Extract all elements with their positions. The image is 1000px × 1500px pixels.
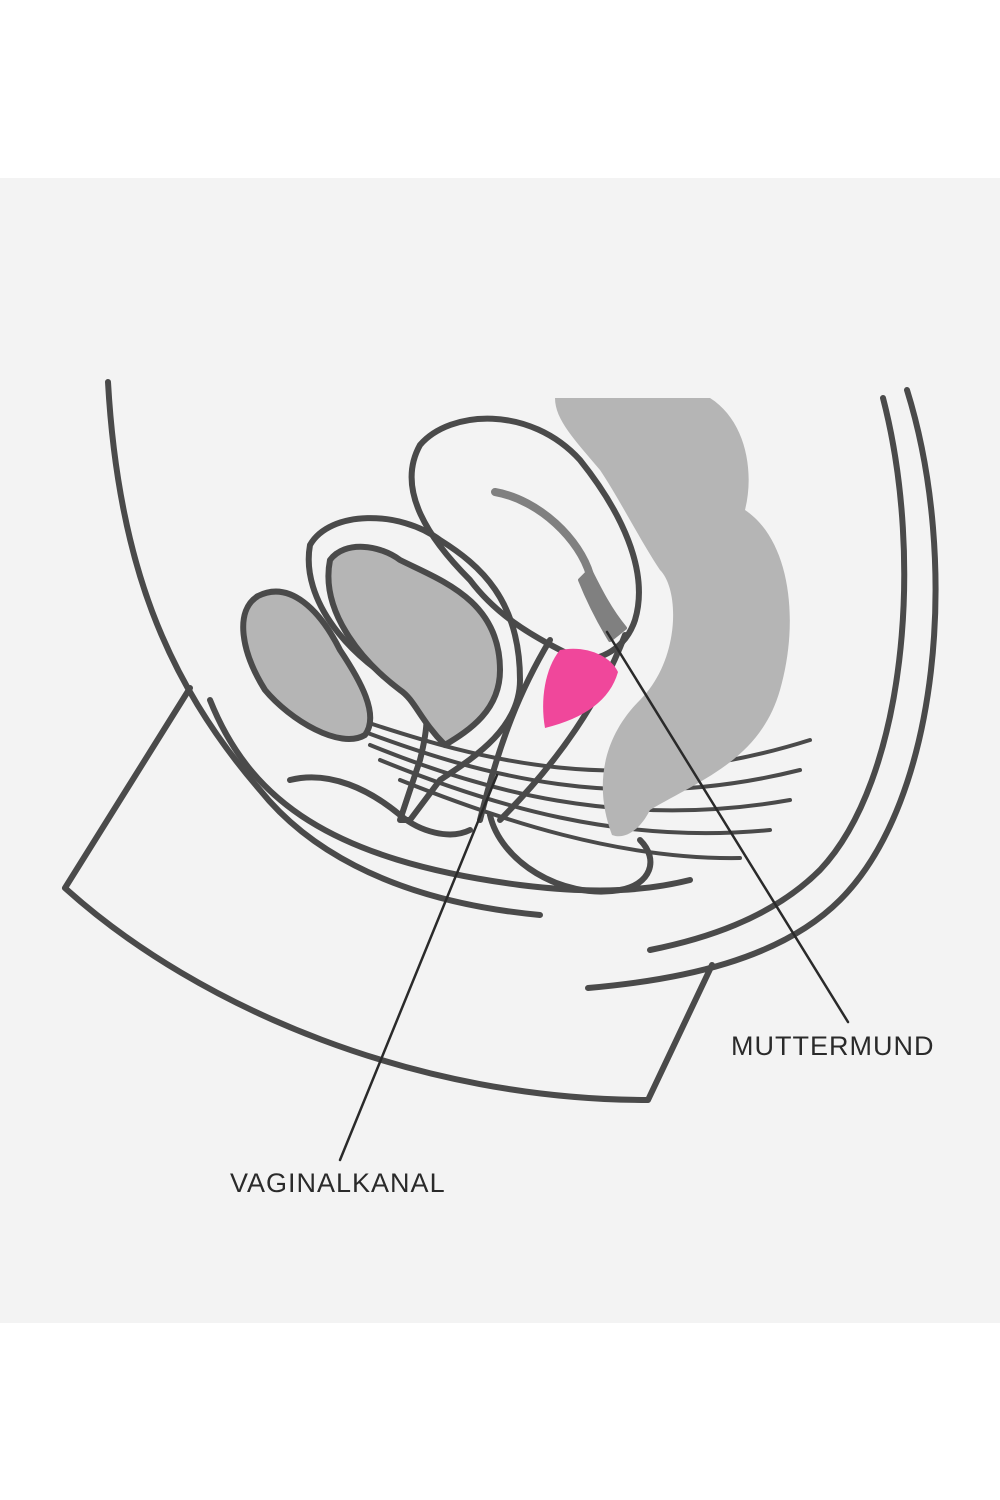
body-contour-left	[105, 379, 543, 918]
muttermund-label: MUTTERMUND	[731, 1031, 935, 1061]
thigh-outline	[62, 685, 715, 1103]
pelvic-floor-muscle-2	[363, 730, 802, 792]
vaginal-canal-wall-front	[477, 637, 553, 823]
pelvic-floor-muscle-5	[398, 778, 742, 861]
menstrual-cup	[543, 648, 618, 728]
endometrium-line	[491, 488, 594, 579]
pubic-bone	[240, 588, 374, 742]
cervix	[578, 568, 627, 642]
vaginalkanal-label: VAGINALKANAL	[230, 1168, 446, 1198]
muttermund-leader-line	[605, 630, 850, 1024]
vaginalkanal-leader-line	[338, 773, 499, 1162]
pelvic-floor-muscle-4	[378, 758, 772, 836]
vaginal-canal-wall-back	[497, 632, 628, 823]
bladder-fill	[325, 543, 503, 748]
labia-curve	[287, 774, 473, 838]
perineum-curve	[207, 697, 693, 894]
body-contour-right-inner	[647, 395, 908, 953]
anal-region	[487, 812, 654, 895]
body-contour-right-outer	[585, 387, 939, 991]
pelvic-floor-muscle-1	[358, 718, 812, 773]
rectum	[555, 398, 790, 837]
